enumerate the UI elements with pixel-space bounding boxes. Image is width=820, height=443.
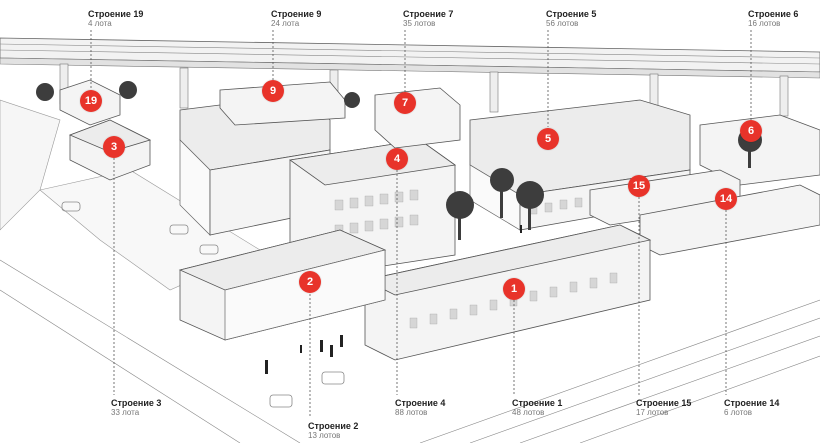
label-building-15: Строение 15 17 лотов bbox=[636, 398, 691, 418]
label-building-4: Строение 4 88 лотов bbox=[395, 398, 445, 418]
marker-building-15[interactable]: 15 bbox=[628, 175, 650, 197]
label-lots: 33 лота bbox=[111, 408, 140, 418]
label-lots: 24 лота bbox=[271, 19, 300, 29]
building-9-shape bbox=[219, 81, 346, 126]
label-building-6: Строение 6 16 лотов bbox=[748, 9, 798, 29]
label-title: Строение 15 bbox=[636, 398, 692, 408]
label-building-3: Строение 3 33 лота bbox=[111, 398, 161, 418]
label-title: Строение 3 bbox=[111, 398, 162, 408]
marker-building-19[interactable]: 19 bbox=[80, 90, 102, 112]
leader-lines bbox=[90, 30, 752, 418]
marker-building-5[interactable]: 5 bbox=[537, 128, 559, 150]
label-lots: 6 лотов bbox=[724, 408, 752, 418]
ground bbox=[0, 99, 820, 443]
marker-building-1[interactable]: 1 bbox=[503, 278, 525, 300]
label-building-14: Строение 14 6 лотов bbox=[724, 398, 779, 418]
label-building-1: Строение 1 48 лотов bbox=[512, 398, 562, 418]
label-building-5: Строение 5 56 лотов bbox=[546, 9, 596, 29]
label-title: Строение 6 bbox=[748, 9, 799, 19]
marker-building-6[interactable]: 6 bbox=[740, 120, 762, 142]
label-building-19: Строение 19 4 лота bbox=[88, 9, 143, 29]
label-building-9: Строение 9 24 лота bbox=[271, 9, 321, 29]
marker-building-7[interactable]: 7 bbox=[394, 92, 416, 114]
building-2-shape bbox=[178, 229, 387, 341]
marker-building-9[interactable]: 9 bbox=[262, 80, 284, 102]
building-7-shape bbox=[374, 87, 461, 149]
label-lots: 17 лотов bbox=[636, 408, 669, 418]
label-lots: 16 лотов bbox=[748, 19, 781, 29]
label-title: Строение 9 bbox=[271, 9, 322, 19]
marker-building-3[interactable]: 3 bbox=[103, 136, 125, 158]
label-title: Строение 19 bbox=[88, 9, 144, 19]
label-title: Строение 4 bbox=[395, 398, 446, 408]
label-title: Строение 14 bbox=[724, 398, 780, 408]
label-lots: 88 лотов bbox=[395, 408, 428, 418]
label-lots: 35 лотов bbox=[403, 19, 436, 29]
label-title: Строение 1 bbox=[512, 398, 563, 408]
label-building-7: Строение 7 35 лотов bbox=[403, 9, 453, 29]
marker-building-14[interactable]: 14 bbox=[715, 188, 737, 210]
label-title: Строение 7 bbox=[403, 9, 454, 19]
cars bbox=[61, 201, 345, 408]
label-building-2: Строение 2 13 лотов bbox=[308, 421, 358, 441]
marker-building-2[interactable]: 2 bbox=[299, 271, 321, 293]
marker-building-4[interactable]: 4 bbox=[386, 148, 408, 170]
label-title: Строение 5 bbox=[546, 9, 597, 19]
people bbox=[265, 225, 522, 374]
label-lots: 13 лотов bbox=[308, 431, 341, 441]
label-title: Строение 2 bbox=[308, 421, 359, 431]
label-lots: 48 лотов bbox=[512, 408, 545, 418]
building-6-shape bbox=[699, 114, 820, 186]
label-lots: 56 лотов bbox=[546, 19, 579, 29]
overpass bbox=[0, 37, 820, 117]
label-lots: 4 лота bbox=[88, 19, 112, 29]
